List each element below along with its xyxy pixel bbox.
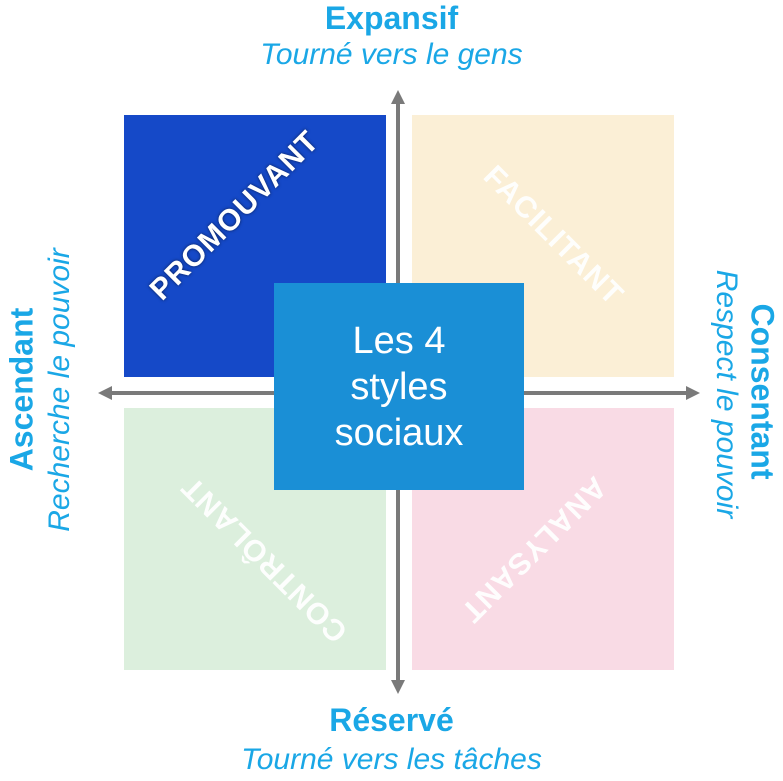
axis-arrow-right-icon <box>686 386 700 400</box>
center-line-3: sociaux <box>334 411 464 454</box>
center-title-box: Les 4 styles sociaux <box>274 283 524 490</box>
axis-bottom-title: Réservé <box>329 702 454 738</box>
axis-arrow-left-icon <box>98 386 112 400</box>
axis-bottom-subtitle: Tourné vers les tâches <box>241 743 542 776</box>
axis-top-title: Expansif <box>324 0 459 36</box>
axis-top-subtitle: Tourné vers le gens <box>260 38 523 71</box>
axis-arrow-down-icon <box>391 680 405 694</box>
center-line-2: styles <box>350 365 448 408</box>
center-line-1: Les 4 <box>352 319 446 362</box>
axis-arrow-up-icon <box>391 90 405 104</box>
